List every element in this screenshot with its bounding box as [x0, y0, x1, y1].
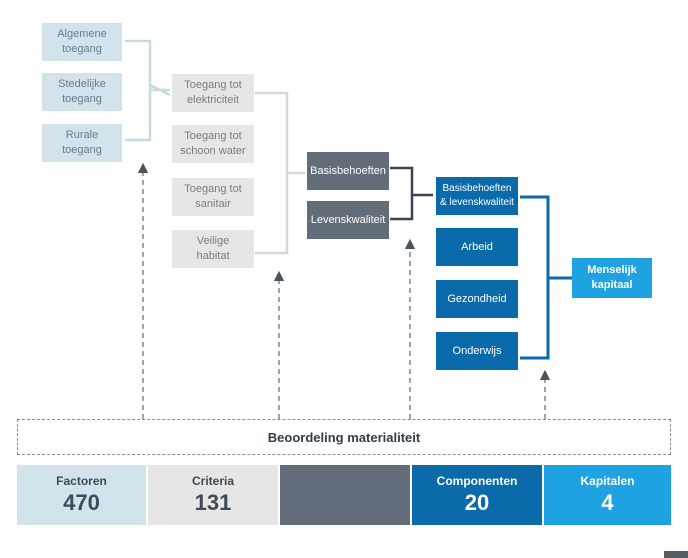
level5-box-menselijk-kapitaal: Menselijk kapitaal [572, 258, 652, 298]
level3-box-levenskwaliteit: Levenskwaliteit [307, 201, 389, 239]
summary-label-factoren: Factoren [56, 474, 107, 488]
materiality-assessment-label: Beoordeling materialiteit [267, 429, 421, 445]
level2-box-veilige-habitat: Veilige habitat [172, 230, 254, 268]
summary-label-criteria: Criteria [191, 474, 235, 488]
summary-label-componenten: Componenten [436, 474, 518, 488]
summary-cell-kapitalen: Kapitalen 4 [544, 465, 671, 525]
corner-tab [664, 551, 688, 558]
summary-value-criteria: 131 [194, 490, 232, 515]
summary-value-kapitalen: 4 [601, 490, 614, 515]
materiality-assessment-band: Beoordeling materialiteit [17, 419, 671, 455]
bracket-level1-chevron [149, 83, 171, 97]
level3-box-basisbehoeften: Basisbehoeften [307, 152, 389, 190]
bracket-level3 [390, 166, 433, 221]
summary-cell-criteria: Criteria 131 [148, 465, 278, 525]
level4-box-gezondheid: Gezondheid [436, 280, 518, 318]
level4-box-arbeid: Arbeid [436, 228, 518, 266]
summary-value-factoren: 470 [63, 490, 100, 515]
summary-label-kapitalen: Kapitalen [580, 474, 635, 488]
summary-cell-componenten: Componenten 20 [412, 465, 542, 525]
summary-cell-factoren: Factoren 470 [17, 465, 146, 525]
level2-box-elektriciteit: Toegang tot elektriciteit [172, 74, 254, 112]
level4-box-basisbehoeften-levenskwaliteit: Basisbehoeften & levenskwaliteit [436, 177, 518, 215]
summary-value-componenten: 20 [464, 490, 490, 515]
level2-box-schoon-water: Toegang tot schoon water [172, 125, 254, 163]
summary-cell-blank [280, 465, 410, 525]
level1-box-algemene-toegang: Algemene toegang [42, 23, 122, 61]
level2-box-sanitair: Toegang tot sanitair [172, 178, 254, 216]
level1-box-stedelijke-toegang: Stedelijke toegang [42, 73, 122, 111]
bracket-level2 [255, 91, 305, 255]
level4-box-onderwijs: Onderwijs [436, 332, 518, 370]
bracket-level4 [520, 195, 572, 360]
level1-box-rurale-toegang: Rurale toegang [42, 124, 122, 162]
